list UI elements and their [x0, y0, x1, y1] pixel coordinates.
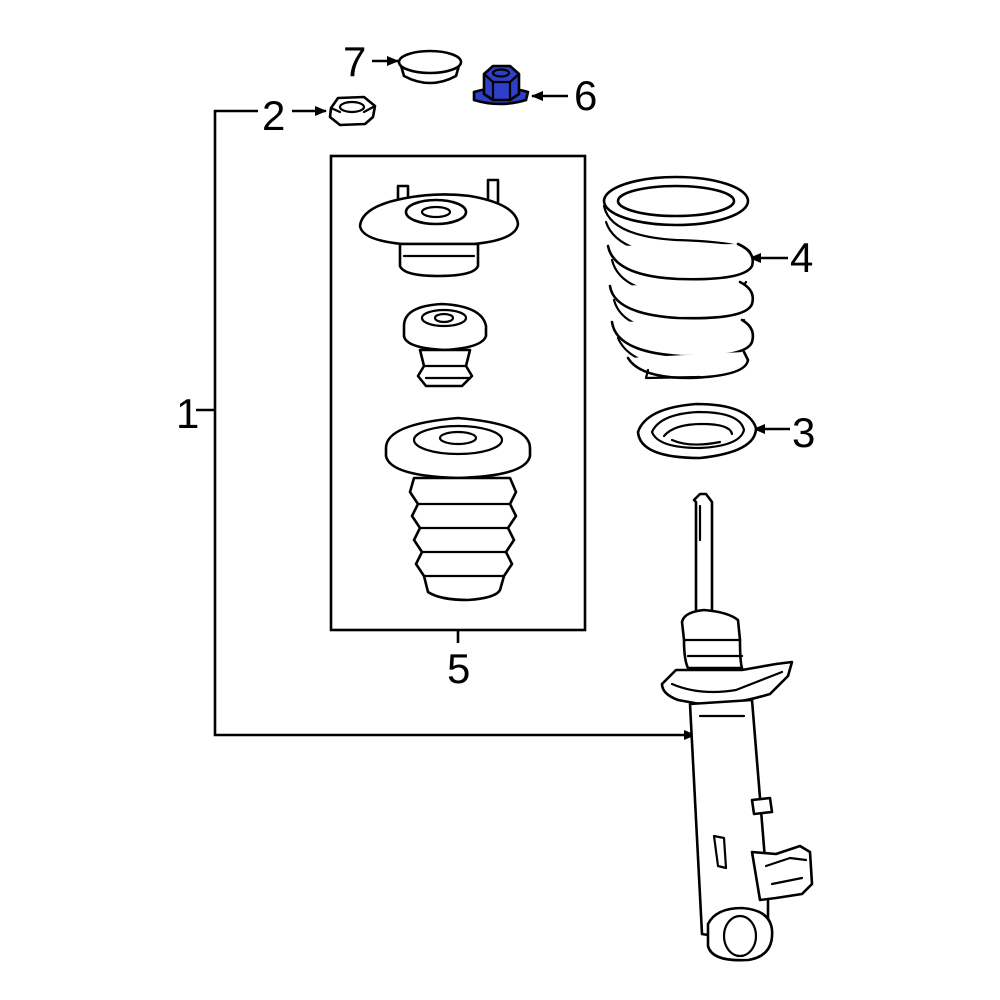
- callout-label-3[interactable]: 3: [792, 409, 815, 456]
- strut-assembly-part-1[interactable]: [660, 492, 814, 962]
- bump-stop[interactable]: [402, 302, 488, 388]
- callout-label-7[interactable]: 7: [343, 38, 366, 85]
- strut-mount[interactable]: [358, 178, 520, 278]
- callout-label-2[interactable]: 2: [262, 92, 285, 139]
- spring-seat-part-3[interactable]: [636, 402, 758, 460]
- callout-label-4[interactable]: 4: [790, 234, 813, 281]
- dust-cap-part-7[interactable]: [397, 49, 463, 85]
- kit-box-5: [329, 154, 587, 632]
- callout-label-6[interactable]: 6: [574, 72, 597, 119]
- callout-label-5[interactable]: 5: [447, 645, 470, 692]
- coil-spring-part-4[interactable]: [602, 175, 755, 380]
- hex-nut-part-2[interactable]: [328, 95, 377, 127]
- flange-nut-part-6[interactable]: [472, 64, 530, 106]
- leader-bracket-1: [213, 109, 696, 740]
- dust-boot[interactable]: [384, 416, 532, 602]
- callout-label-1[interactable]: 1: [176, 390, 199, 437]
